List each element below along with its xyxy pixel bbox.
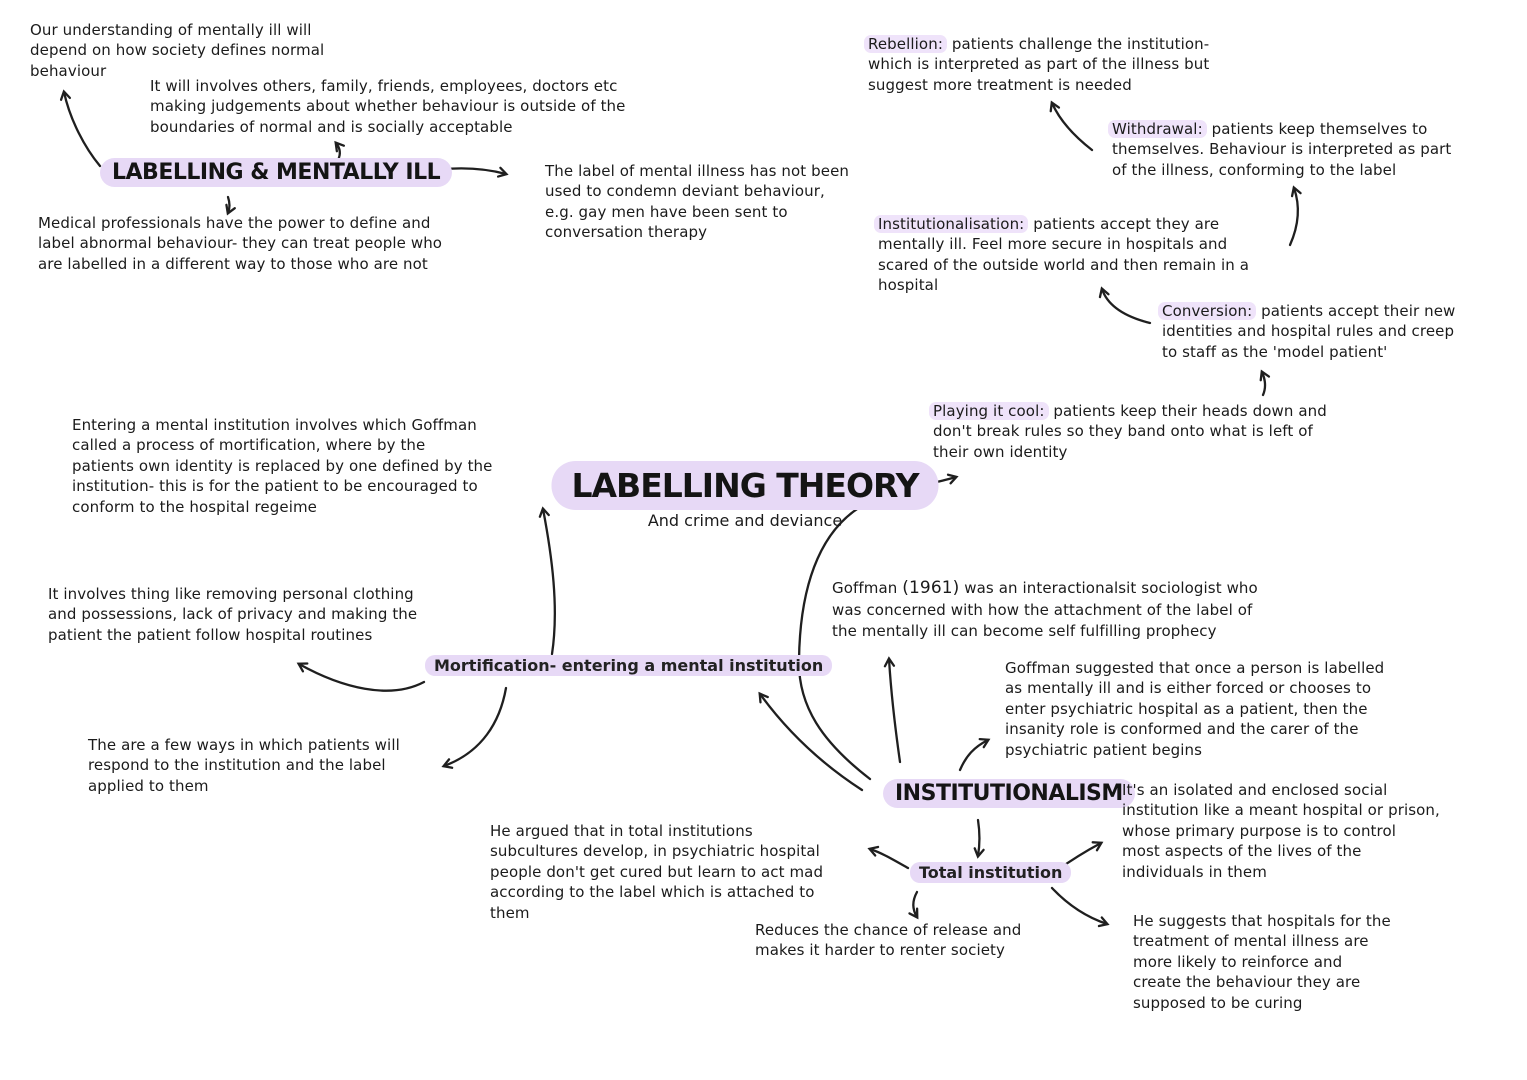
goffman-post: was an interactionalsit sociologist who … bbox=[832, 579, 1258, 640]
goffman-year: (1961) bbox=[902, 578, 960, 598]
note-few-ways: The are a few ways in which patients wil… bbox=[88, 736, 400, 795]
note-reduces-release: Reduces the chance of release and makes … bbox=[755, 921, 1022, 960]
conversion-label: Conversion: bbox=[1158, 302, 1257, 320]
label-total-institution: Total institution bbox=[910, 862, 1072, 883]
note-argued-subcultures: He argued that in total institutions sub… bbox=[490, 822, 824, 922]
goffman-pre: Goffman bbox=[832, 579, 903, 597]
note-goffman-1961: Goffman (1961) was an interactionalsit s… bbox=[832, 577, 1258, 641]
arrow-total-to-reduces bbox=[908, 890, 919, 920]
arrow-total-to-argued bbox=[867, 845, 910, 870]
arrow-institutionalisation-to-withdrawal bbox=[1288, 185, 1302, 247]
arrow-institutionalism-to-goffman-suggested bbox=[958, 737, 991, 772]
conversion-text: patients accept their new identities and… bbox=[1162, 302, 1456, 361]
note-goffman-suggested: Goffman suggested that once a person is … bbox=[1005, 659, 1385, 759]
note-medical-professionals: Medical professionals have the power to … bbox=[38, 214, 443, 273]
arrow-institutionalism-to-mortification bbox=[758, 691, 864, 792]
note-conversion: Conversion: patients accept their new id… bbox=[1158, 301, 1456, 362]
institutionalisation-label: Institutionalisation: bbox=[874, 215, 1029, 233]
arrow-institutionalism-to-goffman bbox=[883, 656, 902, 764]
rebellion-text: patients challenge the institution- whic… bbox=[868, 35, 1210, 94]
note-understanding: Our understanding of mentally ill will d… bbox=[30, 21, 325, 80]
note-playing-it-cool: Playing it cool: patients keep their hea… bbox=[929, 401, 1327, 462]
arrow-withdrawal-to-rebellion bbox=[1049, 100, 1094, 152]
note-institutionalisation: Institutionalisation: patients accept th… bbox=[874, 214, 1249, 296]
arrow-heading-to-understanding bbox=[59, 89, 102, 168]
arrow-playing-to-conversion bbox=[1259, 369, 1271, 397]
note-label-condemn: The label of mental illness has not been… bbox=[545, 162, 850, 242]
page-title: LABELLING THEORY bbox=[551, 461, 939, 510]
arrow-total-to-suggests bbox=[1050, 886, 1110, 928]
heading-institutionalism: INSTITUTIONALISM bbox=[883, 779, 1135, 808]
arrow-heading-to-medical bbox=[225, 195, 236, 216]
arrow-institutionalism-to-total-institution bbox=[973, 818, 985, 859]
arrow-mortification-to-involves bbox=[296, 662, 426, 692]
withdrawal-label: Withdrawal: bbox=[1108, 120, 1207, 138]
withdrawal-text: patients keep themselves to themselves. … bbox=[1112, 120, 1452, 179]
rebellion-label: Rebellion: bbox=[864, 35, 947, 53]
playing-it-cool-label: Playing it cool: bbox=[929, 402, 1049, 420]
institutionalisation-text: patients accept they are mentally ill. F… bbox=[878, 215, 1249, 295]
arrow-mortification-to-few-ways bbox=[441, 686, 508, 769]
heading-labelling-mentally-ill: LABELLING & MENTALLY ILL bbox=[100, 158, 453, 187]
note-hospitals-reinforce: He suggests that hospitals for the treat… bbox=[1133, 912, 1391, 1012]
note-involves-things: It involves thing like removing personal… bbox=[48, 585, 418, 644]
note-judgements: It will involves others, family, friends… bbox=[150, 77, 626, 136]
arrow-mortification-to-entering bbox=[538, 506, 556, 656]
page-subtitle: And crime and deviance bbox=[647, 511, 843, 530]
note-isolated-institution: It's an isolated and enclosed social ins… bbox=[1122, 781, 1440, 881]
playing-it-cool-text: patients keep their heads down and don't… bbox=[933, 402, 1327, 461]
note-withdrawal: Withdrawal: patients keep themselves to … bbox=[1108, 119, 1452, 180]
note-entering-institution: Entering a mental institution involves w… bbox=[72, 416, 493, 516]
note-rebellion: Rebellion: patients challenge the instit… bbox=[864, 34, 1210, 95]
label-mortification: Mortification- entering a mental institu… bbox=[425, 655, 833, 676]
